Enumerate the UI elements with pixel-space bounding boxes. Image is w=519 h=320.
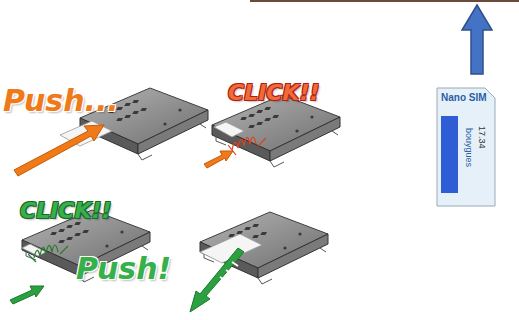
sound-text: CLICK!! bbox=[228, 82, 320, 104]
card-number: 17.34 bbox=[477, 126, 486, 149]
sim-card: Nano SIM bouygues 17.34 bbox=[437, 88, 495, 206]
card-title: Nano SIM bbox=[441, 93, 487, 103]
action-text: Push! bbox=[76, 254, 171, 284]
brand-text: bouygues bbox=[464, 128, 473, 167]
action-text: Push... bbox=[3, 86, 119, 116]
sound-text: CLICK!! bbox=[20, 200, 112, 222]
